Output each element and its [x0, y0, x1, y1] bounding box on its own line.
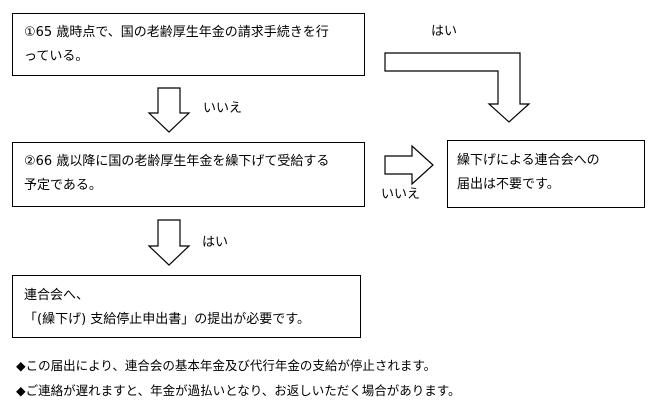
arrow-q2-no-right: [384, 144, 434, 186]
label-q1-no: いいえ: [203, 101, 243, 116]
result-notice-required-box: 連合会へ、 「(繰下げ) 支給停止申出書」の提出が必要です。: [12, 275, 361, 338]
arrow-q1-no-down: [147, 87, 191, 133]
note-stop-payment: ◆この届出により、連合会の基本年金及び代行年金の支給が停止されます。: [16, 358, 437, 373]
label-q2-yes: はい: [202, 235, 229, 250]
note-overpayment: ◆ご連絡が遅れますと、年金が過払いとなり、お返しいただく場合があります。: [16, 383, 461, 398]
question-2-box: ②66 歳以降に国の老齢厚生年金を繰下げて受給する 予定である。: [12, 142, 365, 207]
result-notice-line-2: 「(繰下げ) 支給停止申出書」の提出が必要です。: [24, 312, 310, 327]
question-1-box: ①65 歳時点で、国の老齢厚生年金の請求手続きを行 っている。: [12, 13, 365, 76]
label-q1-yes: はい: [431, 24, 458, 39]
question-1-line-1: ①65 歳時点で、国の老齢厚生年金の請求手続きを行: [24, 25, 329, 40]
question-1-line-2: っている。: [24, 49, 89, 64]
arrow-q2-yes-down: [147, 219, 191, 266]
question-2-line-1: ②66 歳以降に国の老齢厚生年金を繰下げて受給する: [24, 154, 330, 169]
question-2-line-2: 予定である。: [24, 178, 102, 193]
result-no-notice-line-1: 繰下げによる連合会への: [457, 153, 600, 168]
result-no-notice-line-2: 届出は不要です。: [457, 177, 560, 192]
arrow-q1-yes-bent: [384, 52, 531, 123]
result-notice-line-1: 連合会へ、: [24, 288, 90, 303]
result-no-notice-box: 繰下げによる連合会への 届出は不要です。: [447, 140, 645, 208]
label-q2-no: いいえ: [381, 187, 421, 202]
